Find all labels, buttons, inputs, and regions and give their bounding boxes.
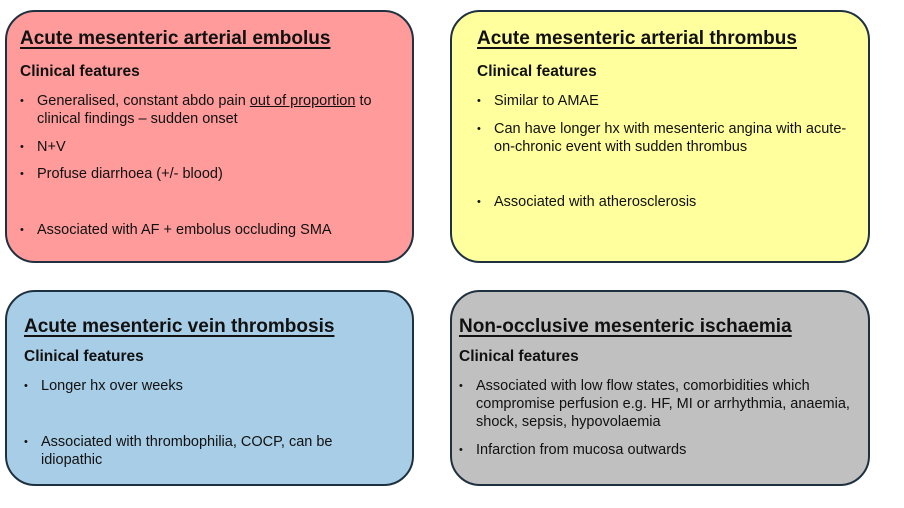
thrombus-panel: Acute mesenteric arterial thrombus Clini… — [450, 10, 870, 263]
bullet-dot-icon: • — [20, 224, 24, 236]
thrombus-subtitle: Clinical features — [477, 63, 597, 80]
thrombus-bullet: • Similar to AMAE — [477, 93, 599, 109]
bullet-dot-icon: • — [24, 380, 28, 392]
thrombus-bullet: • Can have longer hx with mesenteric ang… — [477, 121, 847, 155]
embolus-bullet: • Generalised, constant abdo pain out of… — [20, 93, 372, 127]
embolus-bullet: • N+V — [20, 139, 66, 155]
embolus-panel: Acute mesenteric arterial embolus Clinic… — [5, 10, 414, 263]
bullet-dot-icon: • — [459, 444, 463, 456]
bullet-dot-icon: • — [477, 196, 481, 208]
bullet-dot-icon: • — [477, 123, 481, 135]
thrombus-title: Acute mesenteric arterial thrombus — [477, 28, 797, 49]
embolus-subtitle: Clinical features — [20, 63, 140, 80]
embolus-bullet: • Profuse diarrhoea (+/- blood) — [20, 166, 223, 182]
bullet-dot-icon: • — [20, 95, 24, 107]
thrombus-bullet: • Associated with atherosclerosis — [477, 194, 697, 210]
embolus-bullet: • Associated with AF + embolus occluding… — [20, 222, 332, 238]
vein-bullet: • Longer hx over weeks — [24, 378, 183, 394]
bullet-dot-icon: • — [477, 95, 481, 107]
nonocclusive-bullet: • Infarction from mucosa outwards — [459, 442, 687, 458]
nonocclusive-subtitle: Clinical features — [459, 348, 579, 365]
nonocclusive-bullet: • Associated with low flow states, comor… — [459, 378, 850, 430]
vein-title: Acute mesenteric vein thrombosis — [24, 316, 335, 337]
vein-panel: Acute mesenteric vein thrombosis Clinica… — [5, 290, 414, 486]
bullet-dot-icon: • — [24, 436, 28, 448]
bullet-dot-icon: • — [459, 380, 463, 392]
bullet-dot-icon: • — [20, 168, 24, 180]
embolus-title: Acute mesenteric arterial embolus — [20, 28, 331, 49]
vein-bullet: • Associated with thrombophilia, COCP, c… — [24, 434, 333, 468]
nonocclusive-panel: Non-occlusive mesenteric ischaemia Clini… — [450, 290, 870, 486]
bullet-dot-icon: • — [20, 141, 24, 153]
nonocclusive-title: Non-occlusive mesenteric ischaemia — [459, 316, 792, 337]
vein-subtitle: Clinical features — [24, 348, 144, 365]
